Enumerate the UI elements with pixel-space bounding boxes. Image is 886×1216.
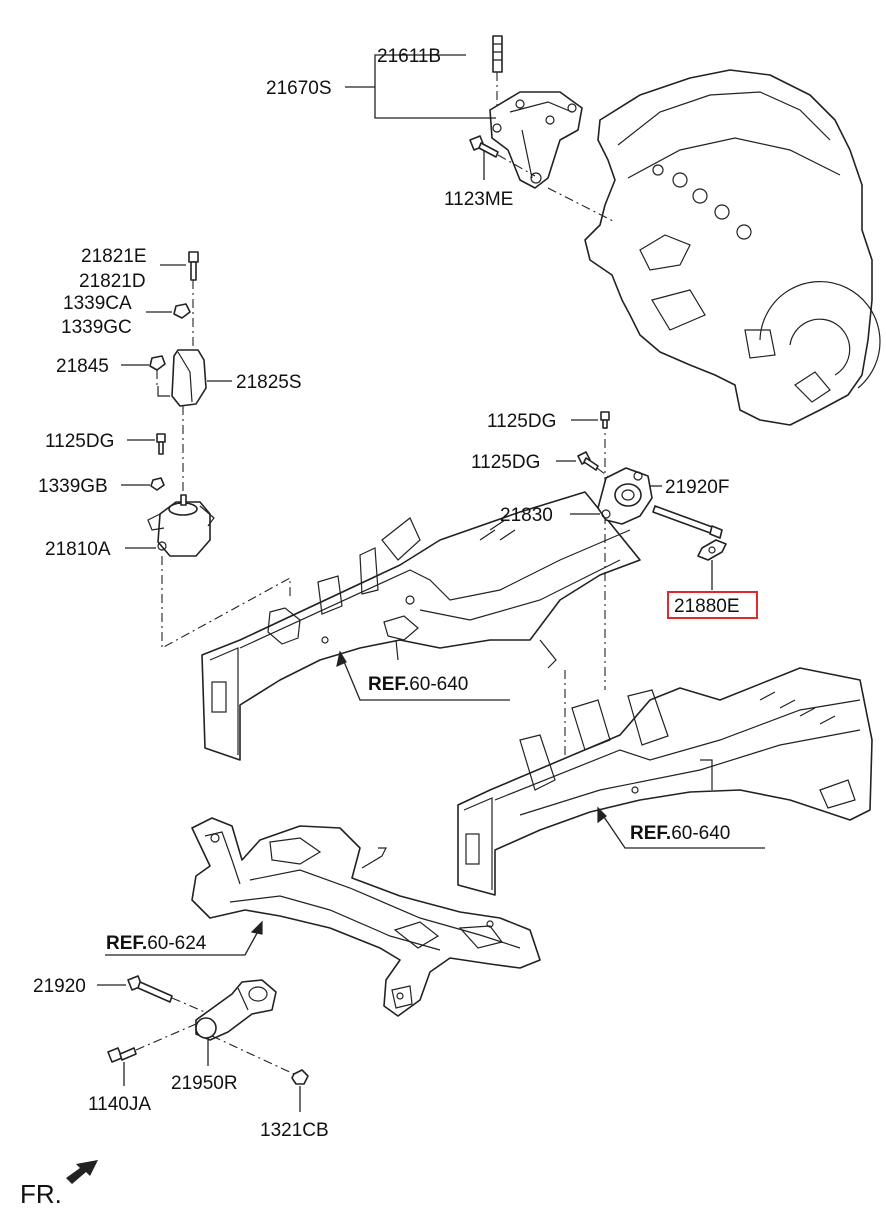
- ref1-arrowhead: [336, 650, 347, 668]
- mount-bracket-21825s: [157, 349, 207, 407]
- bolt-21821e: [188, 251, 199, 350]
- label-1123me[interactable]: 1123ME: [444, 189, 513, 210]
- label-21880e[interactable]: 21880E: [674, 596, 740, 617]
- label-1339ca[interactable]: 1339CA: [63, 293, 132, 314]
- label-1125dg-top[interactable]: 1125DG: [487, 411, 556, 432]
- label-1125dg-mid[interactable]: 1125DG: [471, 452, 540, 473]
- label-21670s[interactable]: 21670S: [266, 78, 332, 99]
- bolt-1140ja: [107, 1023, 197, 1063]
- label-21950r[interactable]: 21950R: [171, 1073, 238, 1094]
- bolt-1123me: [469, 135, 536, 177]
- ref2-arrowhead: [597, 806, 607, 824]
- engine-mount-21810a: [147, 406, 291, 649]
- label-1321cb[interactable]: 1321CB: [260, 1120, 329, 1141]
- ref3-arrowhead: [250, 920, 263, 935]
- subframe-crossmember: [191, 817, 541, 1017]
- ref-label-1[interactable]: REF.60-640: [368, 674, 468, 695]
- label-1140ja[interactable]: 1140JA: [88, 1094, 151, 1115]
- bracket-21880e: [697, 539, 727, 561]
- label-21810a[interactable]: 21810A: [45, 539, 111, 560]
- label-21845[interactable]: 21845: [56, 356, 109, 377]
- ref-label-3[interactable]: REF.60-624: [106, 933, 207, 954]
- nut-1321cb: [211, 1035, 309, 1085]
- label-1339gb[interactable]: 1339GB: [38, 476, 108, 497]
- engine-dash: [547, 187, 616, 223]
- label-21920[interactable]: 21920: [33, 976, 86, 997]
- front-direction-label: FR.: [20, 1179, 62, 1209]
- label-1339gc[interactable]: 1339GC: [61, 317, 132, 338]
- ref-code-2: 60-640: [671, 823, 730, 844]
- nut-21845: [149, 355, 166, 386]
- ref1-leader: [339, 651, 510, 701]
- side-member-right: [457, 667, 873, 896]
- bolt-1125dg-mid: [577, 451, 611, 479]
- ref3-leader: [105, 923, 263, 956]
- bolt-21920: [127, 975, 229, 1023]
- bolt-21920f: [652, 505, 723, 539]
- bolt-1125dg-left: [156, 433, 166, 455]
- label-21830[interactable]: 21830: [500, 505, 553, 526]
- front-arrow-icon: [66, 1160, 98, 1184]
- label-21611b[interactable]: 21611B: [377, 46, 441, 67]
- ref2-leader: [597, 807, 765, 849]
- label-1125dg-left[interactable]: 1125DG: [45, 431, 114, 452]
- label-21825s[interactable]: 21825S: [236, 372, 302, 393]
- label-21821d[interactable]: 21821D: [79, 271, 146, 292]
- engine-block: [584, 69, 881, 426]
- bolt-1125dg-top: [600, 411, 610, 429]
- mount-bracket-21830: [597, 467, 653, 525]
- ref-prefix-2: REF.: [630, 823, 671, 844]
- bracket-21670s: [489, 91, 583, 189]
- label-21821e[interactable]: 21821E: [81, 246, 147, 267]
- roll-rod-21950r: [195, 979, 277, 1041]
- highlight-box-21880e: [667, 591, 758, 619]
- ref-code-1: 60-640: [409, 674, 468, 695]
- ref-label-2[interactable]: REF.60-640: [630, 823, 730, 844]
- nut-1339ca: [173, 303, 191, 319]
- nut-1339gb: [150, 477, 165, 491]
- side-member-left: [201, 491, 641, 761]
- label-21920f[interactable]: 21920F: [665, 477, 729, 498]
- ref-prefix-1: REF.: [368, 674, 409, 695]
- stud-21611b: [492, 35, 503, 108]
- ref-prefix-3: REF.: [106, 933, 147, 954]
- ref-code-3: 60-624: [147, 933, 207, 954]
